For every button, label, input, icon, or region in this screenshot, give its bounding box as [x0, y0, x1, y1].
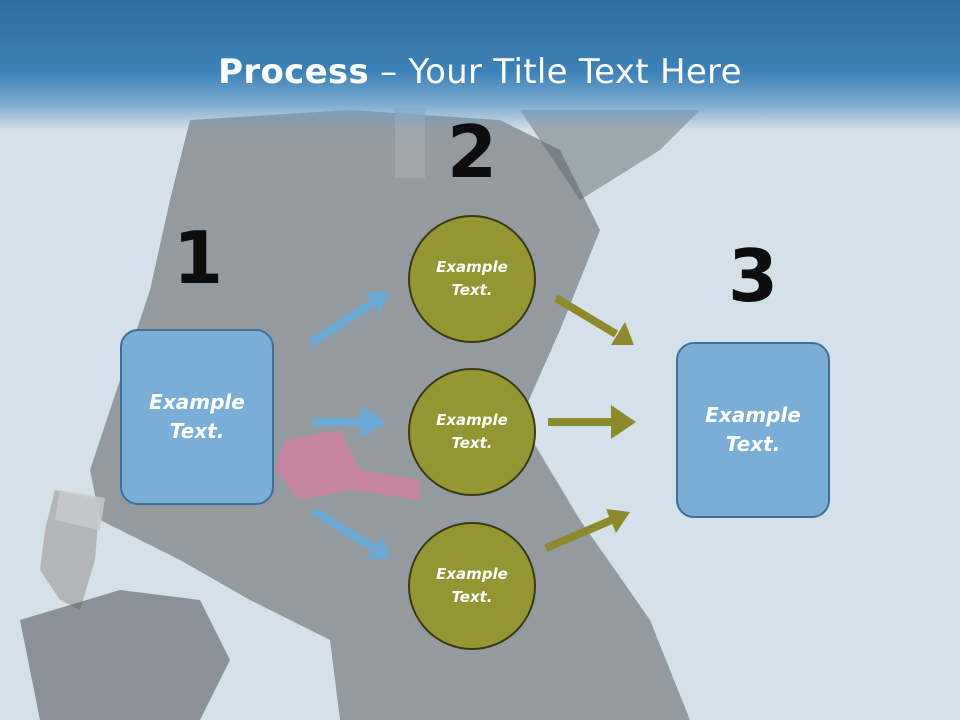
- step-2-circle-top: Example Text.: [408, 215, 536, 343]
- step-2-circle-bottom: Example Text.: [408, 522, 536, 650]
- olive-arrow-down: [553, 294, 634, 345]
- step-3-box: Example Text.: [676, 342, 830, 518]
- blue-arrow-down: [311, 507, 390, 559]
- step-1-box: Example Text.: [120, 329, 274, 505]
- slide-title: Process – Your Title Text Here: [0, 52, 960, 92]
- step-number-2: 2: [446, 110, 498, 194]
- circle-top-line2: Text.: [451, 281, 493, 299]
- title-rest: – Your Title Text Here: [369, 52, 742, 92]
- step-number-1: 1: [172, 216, 224, 300]
- step-1-text-line2: Text.: [169, 419, 225, 443]
- olive-arrow-up: [544, 509, 630, 552]
- step-2-circle-middle: Example Text.: [408, 368, 536, 496]
- blue-arrow-up: [308, 292, 389, 347]
- title-bold: Process: [218, 52, 370, 92]
- olive-arrow-right: [548, 405, 636, 439]
- step-number-3: 3: [727, 234, 779, 318]
- circle-bottom-line2: Text.: [451, 588, 493, 606]
- circle-middle-line1: Example: [436, 411, 508, 429]
- circle-top-line1: Example: [436, 258, 508, 276]
- blue-arrow-right: [313, 406, 386, 438]
- step-3-text-line2: Text.: [725, 432, 781, 456]
- circle-bottom-line1: Example: [436, 565, 508, 583]
- step-3-text-line1: Example: [705, 403, 801, 427]
- title-bar: [0, 0, 960, 130]
- step-1-text-line1: Example: [149, 390, 245, 414]
- circle-middle-line2: Text.: [451, 434, 493, 452]
